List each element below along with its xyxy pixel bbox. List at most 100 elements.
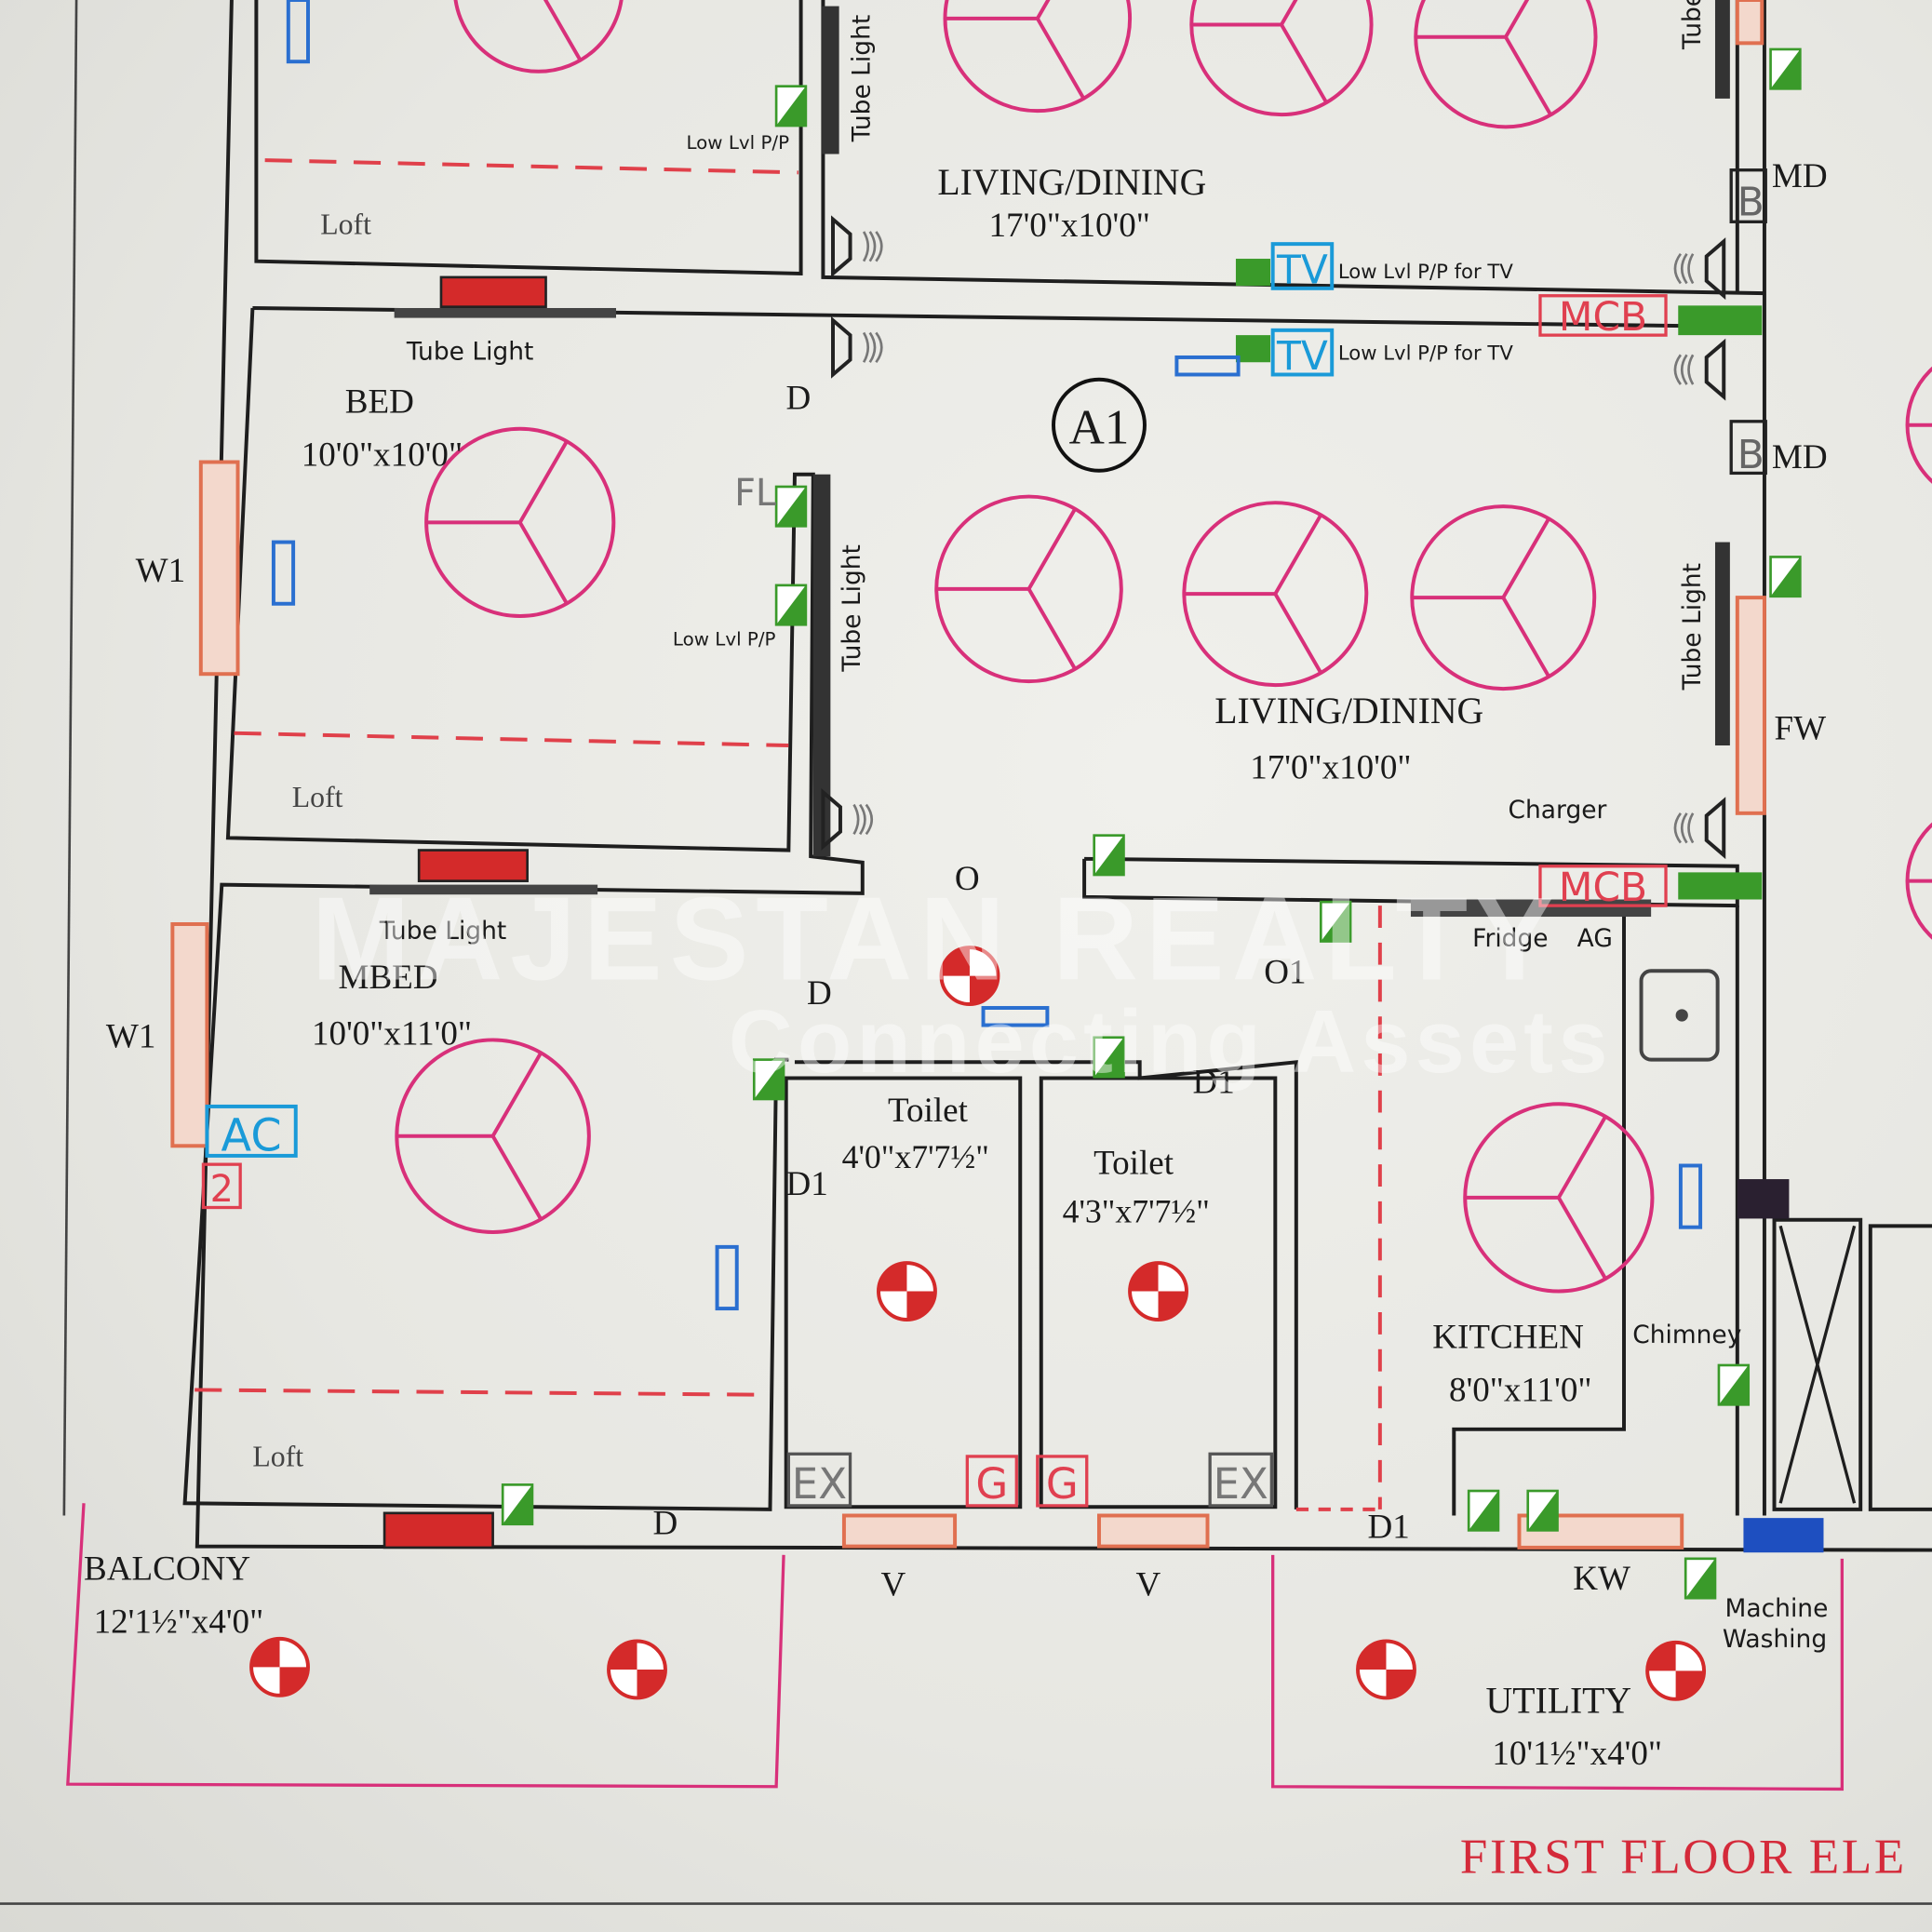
svg-text:AG: AG	[1577, 924, 1613, 953]
svg-text:Tube Light: Tube Light	[838, 544, 866, 672]
speaker-icon	[1673, 797, 1726, 860]
ceiling-fan-icon	[1905, 366, 1932, 484]
ceiling-fan-icon	[934, 494, 1123, 684]
svg-text:Tube Light: Tube Light	[848, 15, 877, 142]
room-name: BED	[345, 383, 414, 422]
svg-text:V: V	[881, 1566, 906, 1604]
svg-text:Chimney: Chimney	[1632, 1321, 1741, 1349]
svg-text:Machine: Machine	[1725, 1594, 1829, 1623]
room-size: 4'3"x7'7½"	[1063, 1192, 1210, 1229]
ac-count-box	[201, 1162, 242, 1210]
toilet-fixtures: EX G G EX	[786, 1452, 1274, 1509]
svg-text:W1: W1	[136, 552, 186, 590]
socket-icon	[715, 1244, 739, 1311]
utility-outline	[1271, 1554, 1845, 1791]
switch-board-icon	[1717, 1363, 1751, 1406]
svg-text:MAJESTAN REALTY: MAJESTAN REALTY	[312, 873, 1562, 1005]
svg-text:Connecting Assets: Connecting Assets	[729, 993, 1613, 1092]
svg-text:V: V	[1136, 1566, 1161, 1604]
svg-text:O: O	[955, 860, 980, 898]
room-name: Toilet	[1093, 1145, 1174, 1183]
b-box	[1729, 168, 1767, 223]
svg-text:D: D	[807, 974, 832, 1013]
ceiling-fan-icon	[1463, 1102, 1655, 1294]
socket-icon	[1678, 1163, 1703, 1229]
loft-line	[234, 731, 789, 747]
exhaust-fan-icon	[939, 946, 1000, 1007]
svg-text:KW: KW	[1573, 1560, 1630, 1598]
plan-annotations: Loft Loft Loft Tube Light Tube Light Tub…	[106, 0, 1829, 1654]
exhaust-fan-icon	[1128, 1261, 1188, 1322]
exhaust-fan-icon	[249, 1636, 310, 1697]
svg-text:G: G	[1046, 1459, 1079, 1509]
svg-text:B: B	[1737, 180, 1764, 225]
balcony-outline	[66, 1503, 785, 1789]
watermark: MAJESTAN REALTY Connecting Assets	[312, 873, 1613, 1092]
switch-board-icon	[752, 1058, 785, 1101]
ac-box	[205, 1104, 298, 1158]
svg-text:Fridge: Fridge	[1472, 924, 1548, 953]
room-name: UTILITY	[1486, 1680, 1632, 1721]
svg-text:Loft: Loft	[320, 208, 371, 241]
ceiling-fan-icon	[395, 1038, 591, 1234]
loft-line	[264, 158, 798, 175]
svg-text:Washing: Washing	[1723, 1625, 1827, 1654]
switch-board-icon	[774, 85, 808, 127]
room-size: 17'0"x10'0"	[1250, 749, 1411, 787]
svg-text:Low Lvl P/P: Low Lvl P/P	[673, 629, 776, 651]
svg-text:EX: EX	[792, 1459, 847, 1509]
svg-text:Loft: Loft	[252, 1441, 303, 1473]
svg-text:FW: FW	[1775, 709, 1827, 747]
socket-icon	[981, 1006, 1050, 1027]
svg-text:2: 2	[210, 1168, 234, 1211]
ceiling-fan-icon	[424, 426, 616, 618]
room-name: LIVING/DINING	[1214, 691, 1483, 731]
switch-board-icon	[1467, 1489, 1500, 1532]
sink-icon	[1639, 969, 1720, 1062]
speaker-icon	[1673, 338, 1726, 401]
switch-board-icon	[774, 485, 808, 528]
svg-text:A1: A1	[1069, 401, 1130, 455]
ceiling-fan-icon	[1410, 504, 1597, 691]
svg-text:O1: O1	[1264, 954, 1306, 992]
svg-text:Charger: Charger	[1509, 796, 1607, 825]
ceiling-fan-icon	[1189, 0, 1374, 117]
exhaust-fan-icon	[877, 1261, 937, 1322]
switch-board-icon	[1769, 556, 1802, 598]
svg-text:D: D	[786, 380, 812, 418]
switch-board-icon	[774, 584, 808, 626]
mcb-label: MCB	[1559, 294, 1647, 340]
b-box	[1729, 420, 1767, 476]
ceiling-fan-icon	[943, 0, 1133, 114]
exhaust-fan-icon	[607, 1639, 667, 1700]
svg-text:EX: EX	[1214, 1459, 1268, 1509]
room-size: 17'0"x10'0"	[989, 207, 1150, 245]
svg-text:B: B	[1737, 432, 1764, 477]
svg-text:FL: FL	[734, 472, 776, 515]
room-name: Toilet	[888, 1092, 969, 1130]
speaker-icon	[1673, 237, 1726, 301]
mcb-panel: MCB	[1538, 294, 1763, 340]
tv-socket: TV Low Lvl P/P for TV	[1174, 328, 1513, 379]
svg-text:Tube Light: Tube Light	[406, 338, 533, 367]
exhaust-fans	[249, 946, 1707, 1701]
ceiling-fan-icon	[1414, 0, 1598, 129]
windows	[170, 0, 1824, 1553]
speaker-icon	[831, 315, 883, 379]
svg-text:Low Lvl P/P for TV: Low Lvl P/P for TV	[1338, 260, 1514, 283]
svg-text:TV: TV	[1276, 333, 1328, 379]
speaker-icon	[831, 215, 883, 278]
speaker-icon	[821, 788, 874, 851]
room-name: MBED	[339, 959, 438, 997]
ac-label: AC	[221, 1111, 282, 1162]
switch-board-icon	[1684, 1557, 1717, 1600]
room-size: 12'1½"x4'0"	[94, 1603, 264, 1641]
a1-marker	[1052, 377, 1147, 473]
svg-text:MD: MD	[1772, 438, 1828, 476]
room-size: 4'0"x7'7½"	[842, 1138, 989, 1175]
room-size: 8'0"x11'0"	[1449, 1371, 1591, 1409]
svg-text:Tube: Tube	[1678, 0, 1707, 50]
mcb-panel: MCB	[1538, 865, 1763, 910]
socket-icon	[271, 540, 296, 606]
svg-text:D1: D1	[1367, 1508, 1409, 1546]
